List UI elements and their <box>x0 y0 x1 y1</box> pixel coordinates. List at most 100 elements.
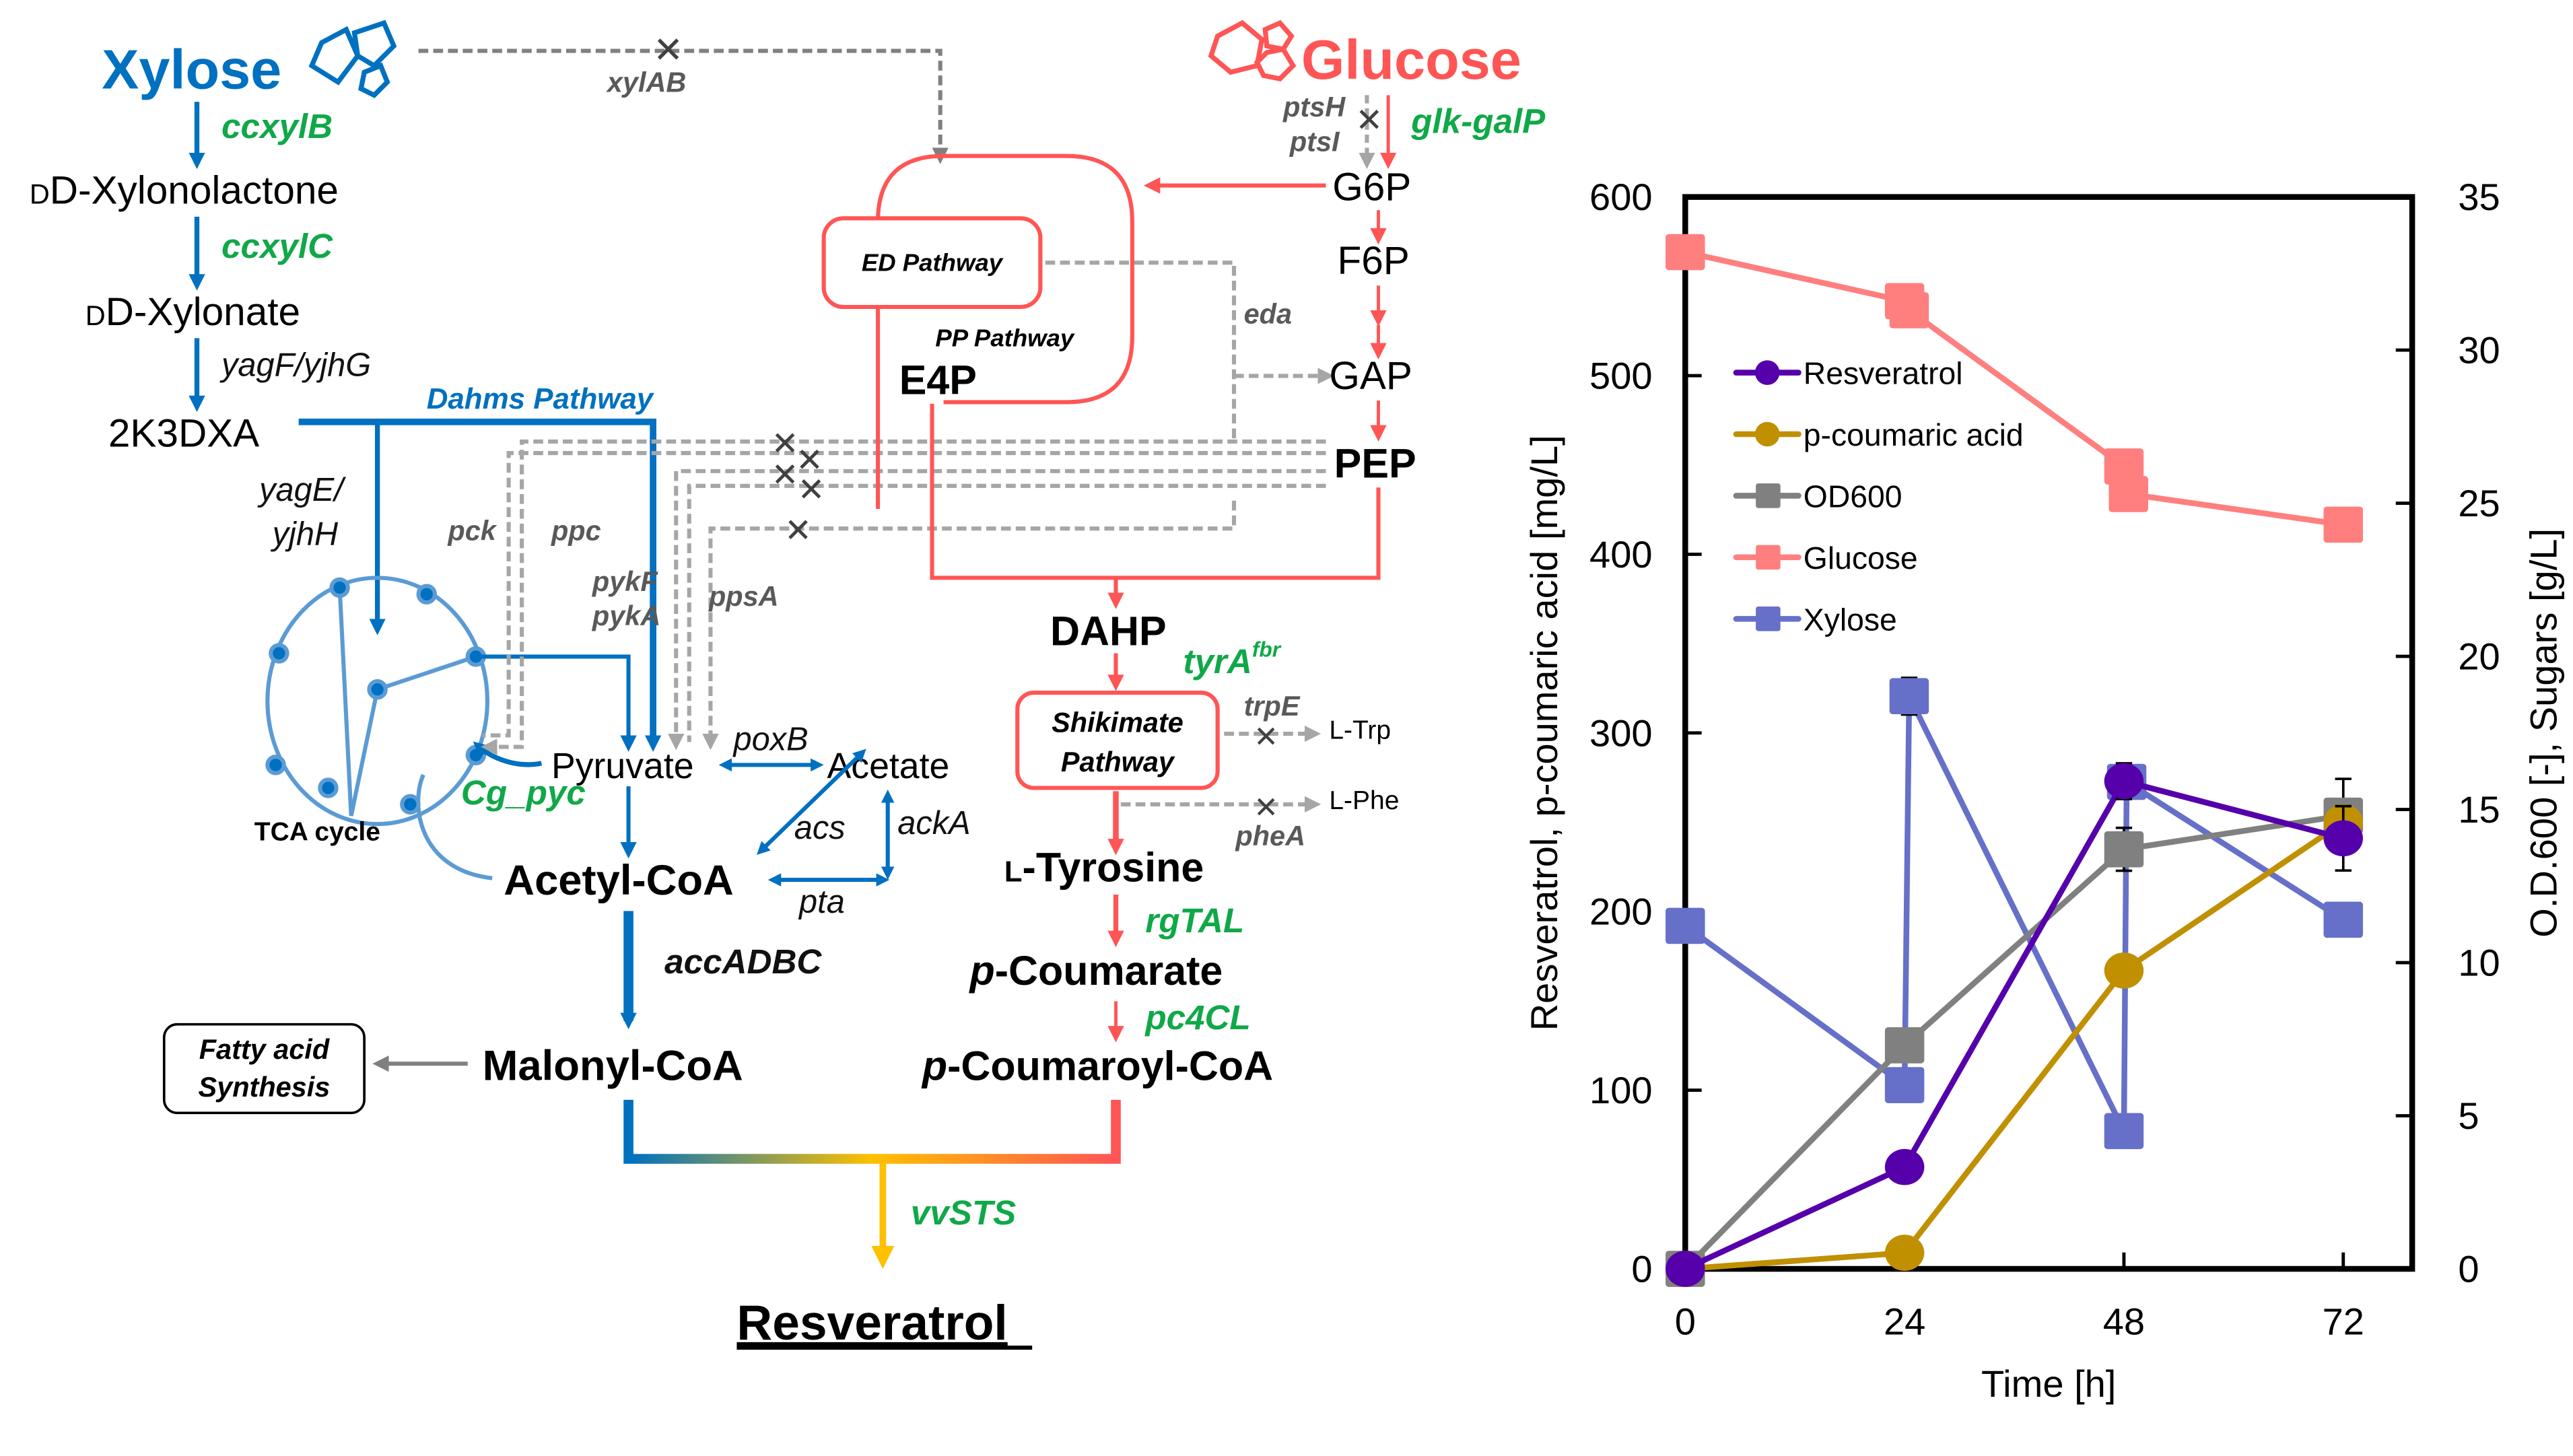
y-tick-label: 100 <box>1589 1069 1653 1111</box>
series-resveratrol <box>1666 762 2363 1287</box>
tca-cycle-icon <box>265 576 493 880</box>
metabolite-pep: PEP <box>1334 441 1416 487</box>
legend-label: OD600 <box>1804 479 1902 514</box>
knockout-x-icon: ✕ <box>784 513 812 549</box>
data-point <box>2104 448 2144 485</box>
line-e4p-pep-join <box>930 403 1381 580</box>
gene-tyrA: tyrAfbr <box>1183 637 1281 680</box>
metabolite-gap: GAP <box>1329 354 1412 398</box>
y-tick-label: 200 <box>1589 891 1653 933</box>
arrow-2k3dxa-pyruvate <box>298 418 662 752</box>
series-line <box>1685 819 2345 1272</box>
knockout-x-icon: ✕ <box>798 472 825 508</box>
metabolite-d-xylonolactone: DD-Xylonolactone <box>30 168 339 212</box>
x-tick-label: 48 <box>2103 1301 2145 1343</box>
gene-xylAB: xylAB <box>606 67 686 98</box>
synthesis-label: Synthesis <box>199 1071 331 1103</box>
ed-pathway-label: ED Pathway <box>862 248 1004 276</box>
y2-tick-label: 30 <box>2458 329 2500 372</box>
gene-rgTAL: rgTAL <box>1145 901 1244 940</box>
gene-ccxylB: ccxylB <box>221 107 333 145</box>
legend-marker <box>1756 545 1781 570</box>
gene-poxB: poxB <box>732 721 809 757</box>
gene-ppc: ppc <box>551 514 601 546</box>
metabolite-2k3dxa: 2K3DXA <box>108 411 259 455</box>
knockout-x-icon: ✕ <box>796 442 823 479</box>
gene-yagE: yagE/ <box>257 472 346 508</box>
gene-acs: acs <box>794 810 846 846</box>
series-od600 <box>1666 777 2363 1287</box>
arrow-pykA-blocked <box>687 483 1326 742</box>
knockout-x-icon: ✕ <box>1254 721 1278 754</box>
data-point <box>2323 820 2363 857</box>
gene-trpE: trpE <box>1244 690 1301 722</box>
knockout-x-icon: ✕ <box>771 457 799 493</box>
plot-frame <box>1682 194 2415 1272</box>
legend-item: Resveratrol <box>1733 356 1963 391</box>
shikimate-label: Shikimate <box>1052 707 1183 738</box>
knockout-x-icon: ✕ <box>1254 791 1278 824</box>
d-xylonolactone-name: D-Xylonolactone <box>50 168 339 212</box>
metabolite-acetate: Acetate <box>827 746 949 786</box>
data-point <box>1666 1251 1705 1287</box>
metabolite-d-xylonate: DD-Xylonate <box>85 290 300 334</box>
data-point <box>2104 763 2144 800</box>
arrow-pykF-blocked <box>668 469 1326 751</box>
x-tick-label: 0 <box>1675 1301 1696 1343</box>
series-p-coumaric-acid <box>1666 804 2363 1287</box>
series-line <box>1684 777 2344 1272</box>
metabolite-e4p: E4P <box>899 357 977 403</box>
gene-ccxylC: ccxylC <box>221 227 333 265</box>
gene-cg-pyc: Cg_pyc <box>461 773 586 812</box>
pp-pathway-box <box>876 153 1134 509</box>
gene-pc4CL: pc4CL <box>1144 998 1250 1037</box>
data-point <box>2104 831 2144 868</box>
data-point <box>1884 1235 1925 1271</box>
arrow-acs <box>756 749 866 855</box>
convergence-gradient-line <box>623 1099 1121 1164</box>
pathway-diagram: Xylose ccxylB DD-Xylonolactone ccxylC DD… <box>30 20 1546 1350</box>
arrow-ppc-blocked <box>482 450 1326 738</box>
gene-ptsI: ptsI <box>1289 125 1340 157</box>
metabolite-malonyl-coa: Malonyl-CoA <box>483 1043 743 1090</box>
data-point <box>1884 1027 1925 1064</box>
knockout-x-group: ✕ ✕ ✕ ✕ ✕ <box>771 425 825 549</box>
data-point <box>2323 506 2363 543</box>
dahms-pathway-label: Dahms Pathway <box>427 382 655 415</box>
glucose-label: Glucose <box>1301 28 1521 91</box>
series-line <box>1683 695 2345 1133</box>
data-point <box>2108 476 2148 512</box>
metabolite-p-coumaroyl-coa: p-Coumaroyl-CoA <box>921 1043 1273 1089</box>
legend-marker <box>1754 421 1780 447</box>
y2-tick-label: 25 <box>2458 482 2500 524</box>
data-point <box>2104 1113 2144 1150</box>
gene-yagF-yjhG: yagF/yjhG <box>219 347 371 383</box>
arrow-pck-blocked <box>481 439 1326 755</box>
y-tick-label: 300 <box>1589 712 1653 754</box>
pathway-label: Pathway <box>1061 746 1175 777</box>
series-layer <box>1666 234 2363 1287</box>
data-point <box>1884 1067 1925 1103</box>
y-axis-label-right: O.D.600 [-], Sugars [g/L] <box>2523 528 2565 938</box>
legend-marker <box>1756 606 1781 631</box>
gene-eda: eda <box>1244 298 1292 329</box>
legend-item: Glucose <box>1733 541 1918 576</box>
gene-accADBC: accADBC <box>664 942 822 981</box>
legend-item: p-coumaric acid <box>1733 417 2024 452</box>
data-point <box>2104 952 2144 989</box>
y2-tick-label: 20 <box>2458 635 2500 678</box>
metabolite-pyruvate: Pyruvate <box>551 746 694 786</box>
y-tick-label: 400 <box>1589 533 1653 576</box>
metabolite-p-coumarate: p-Coumarate <box>969 948 1223 994</box>
gene-ackA: ackA <box>897 805 970 841</box>
metabolite-l-tyrosine: L-Tyrosine <box>1004 844 1204 890</box>
y-tick-label: 500 <box>1589 355 1653 397</box>
gene-pta: pta <box>798 884 845 920</box>
arrow-ppsA-blocked <box>702 500 1237 751</box>
series-xylose <box>1666 677 2363 1150</box>
legend-label: Resveratrol <box>1804 356 1963 391</box>
